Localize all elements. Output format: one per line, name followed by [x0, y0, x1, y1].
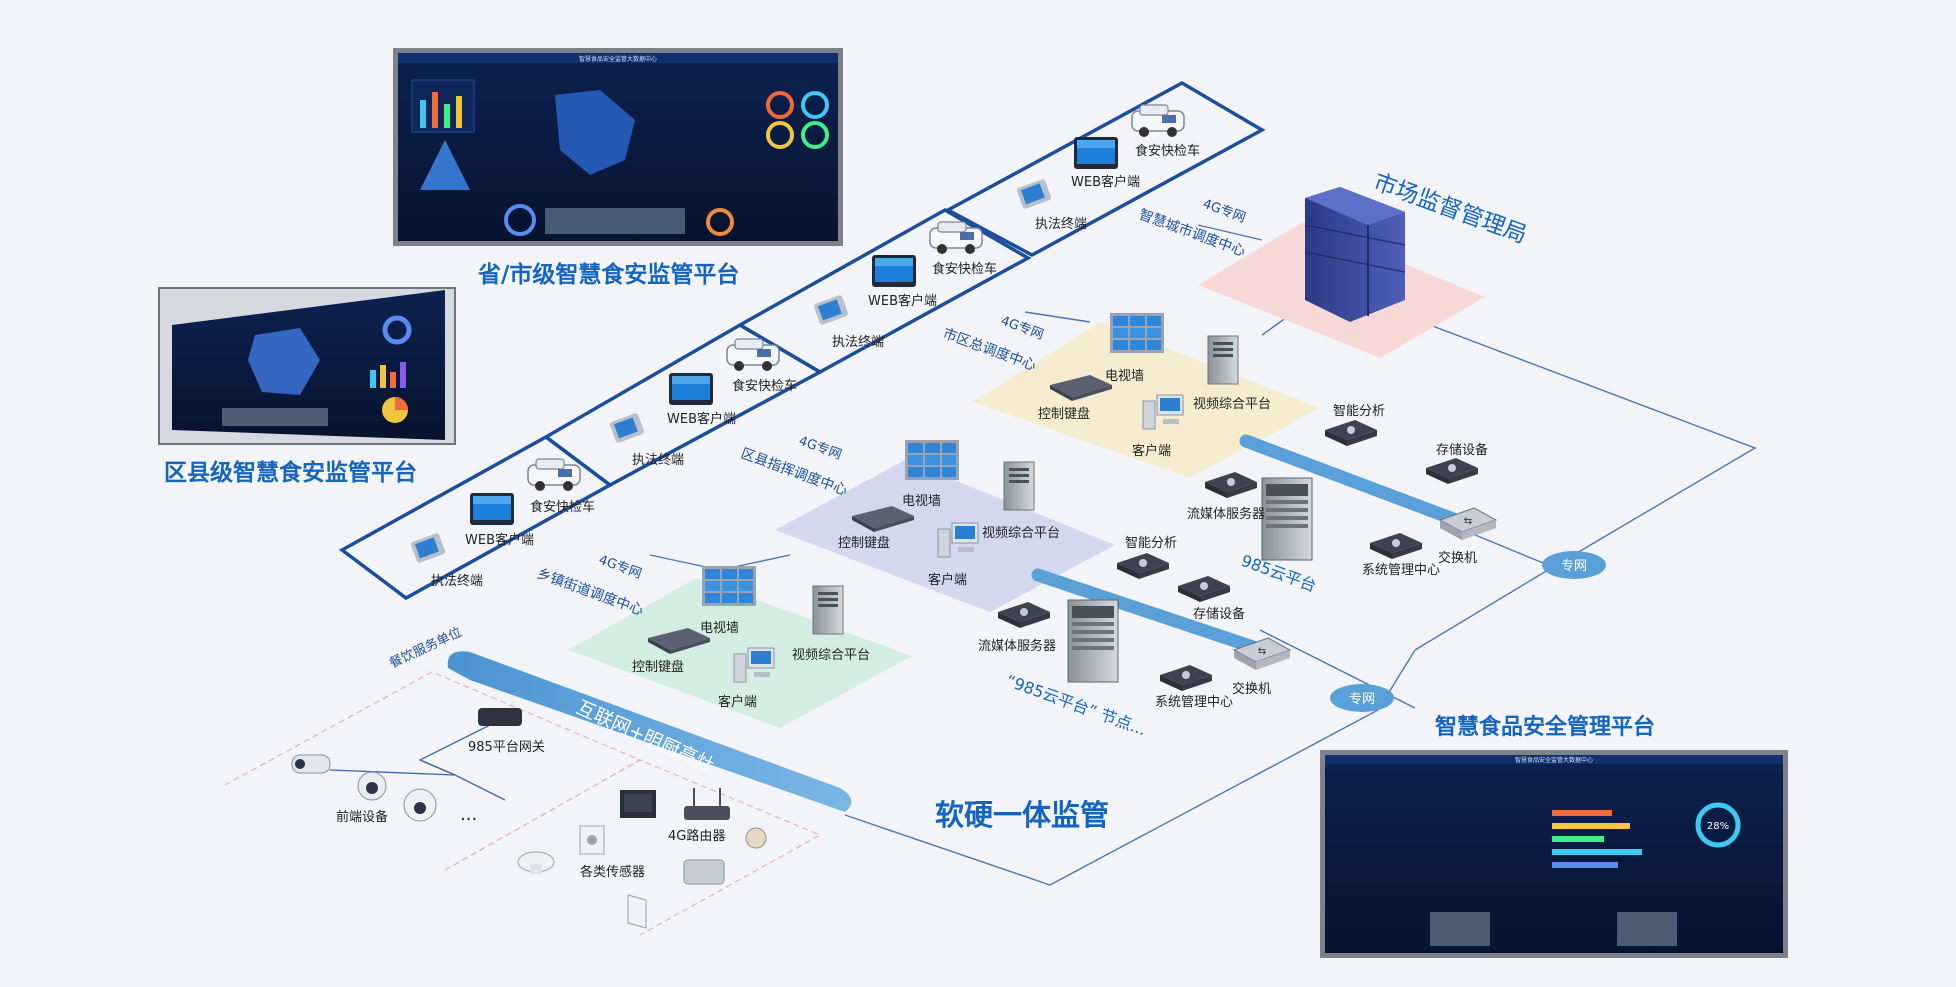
- storage-label-1: 存储设备: [1436, 442, 1488, 458]
- vehicle-label-1: 食安快检车: [1135, 143, 1200, 159]
- smart-analysis-label-2: 智能分析: [1125, 536, 1177, 551]
- terminal-label-4: 执法终端: [431, 573, 483, 589]
- terminal-cells: [338, 80, 1266, 601]
- client-label-1: 客户端: [1132, 443, 1171, 459]
- private-net-badge-lower: [1330, 684, 1394, 712]
- ellipsis-label: ...: [460, 804, 477, 825]
- switch-label-2: 交换机: [1232, 681, 1271, 697]
- city-center-tile: [972, 322, 1320, 478]
- smart-food-platform-title: 智慧食品安全管理平台: [1435, 714, 1655, 740]
- router-label: 4G路由器: [668, 828, 725, 844]
- keyboard-label-1: 控制键盘: [1038, 406, 1090, 422]
- private-net-label-lower: 专网: [1349, 692, 1375, 707]
- video-platform-label-2: 视频综合平台: [982, 526, 1060, 541]
- keyboard-label-2: 控制键盘: [838, 535, 890, 551]
- hw-sw-supervision-title: 软硬一体监管: [935, 798, 1109, 832]
- video-platform-label-1: 视频综合平台: [1193, 397, 1271, 412]
- storage-label-2: 存储设备: [1193, 606, 1245, 622]
- district-dashboard: [158, 287, 456, 445]
- smart-food-dashboard: 28%: [1320, 750, 1788, 958]
- dashboard-gauge-value: 28%: [1707, 821, 1729, 832]
- street-center-tile: [568, 578, 912, 728]
- web-label-3: WEB客户端: [667, 411, 736, 427]
- front-end-wires: [329, 719, 506, 801]
- front-end-areas: [224, 671, 822, 936]
- terminal-label-2: 执法终端: [832, 334, 884, 350]
- smart-analysis-label-1: 智能分析: [1333, 404, 1385, 419]
- stream-server-label-1: 流媒体服务器: [1187, 506, 1265, 522]
- bureau-building-icon: [1304, 187, 1406, 322]
- gateway-label: 985平台网关: [468, 740, 545, 755]
- province-dashboard-title: 智慧食品安全监管大数据中心: [579, 55, 657, 63]
- private-net-label-upper: 专网: [1561, 559, 1587, 574]
- net-4g-label-1: 4G专网: [1201, 197, 1248, 226]
- cloud-bar-upper: [1239, 434, 1463, 527]
- video-wall-label-1: 电视墙: [1105, 369, 1144, 384]
- front-device-label: 前端设备: [336, 809, 388, 825]
- client-label-3: 客户端: [718, 694, 757, 710]
- district-platform-title: 区县级智慧食安监管平台: [164, 459, 417, 486]
- terminal-label-3: 执法终端: [632, 452, 684, 468]
- net-4g-label-2: 4G专网: [999, 314, 1046, 343]
- vehicle-label-2: 食安快检车: [932, 261, 997, 277]
- client-label-2: 客户端: [928, 572, 967, 588]
- terminal-label-1: 执法终端: [1035, 216, 1087, 232]
- web-label-4: WEB客户端: [465, 532, 534, 548]
- province-dashboard: [393, 48, 843, 246]
- web-label-2: WEB客户端: [868, 293, 937, 309]
- stream-server-label-2: 流媒体服务器: [978, 638, 1056, 654]
- web-label-1: WEB客户端: [1071, 174, 1140, 190]
- smart-food-dashboard-title: 智慧食品安全监管大数据中心: [1515, 756, 1593, 764]
- video-wall-label-2: 电视墙: [902, 494, 941, 509]
- video-platform-label-3: 视频综合平台: [792, 648, 870, 663]
- net-4g-label-3: 4G专网: [797, 434, 844, 463]
- sys-mgmt-label-1: 系统管理中心: [1362, 563, 1440, 578]
- sensors-label: 各类传感器: [580, 864, 645, 880]
- province-platform-title: 省/市级智慧食安监管平台: [477, 261, 739, 288]
- vehicle-label-3: 食安快检车: [732, 378, 797, 394]
- private-net-badge-upper: [1542, 551, 1606, 579]
- cloud-bar-lower: [1031, 568, 1269, 657]
- sys-mgmt-label-2: 系统管理中心: [1155, 695, 1233, 710]
- vehicle-label-4: 食安快检车: [530, 499, 595, 515]
- video-wall-label-3: 电视墙: [700, 621, 739, 636]
- switch-label-1: 交换机: [1438, 550, 1477, 566]
- front-end-device-icons: [291, 708, 767, 929]
- internet-band: [447, 651, 852, 812]
- keyboard-label-3: 控制键盘: [632, 659, 684, 675]
- net-4g-label-4: 4G专网: [597, 553, 644, 582]
